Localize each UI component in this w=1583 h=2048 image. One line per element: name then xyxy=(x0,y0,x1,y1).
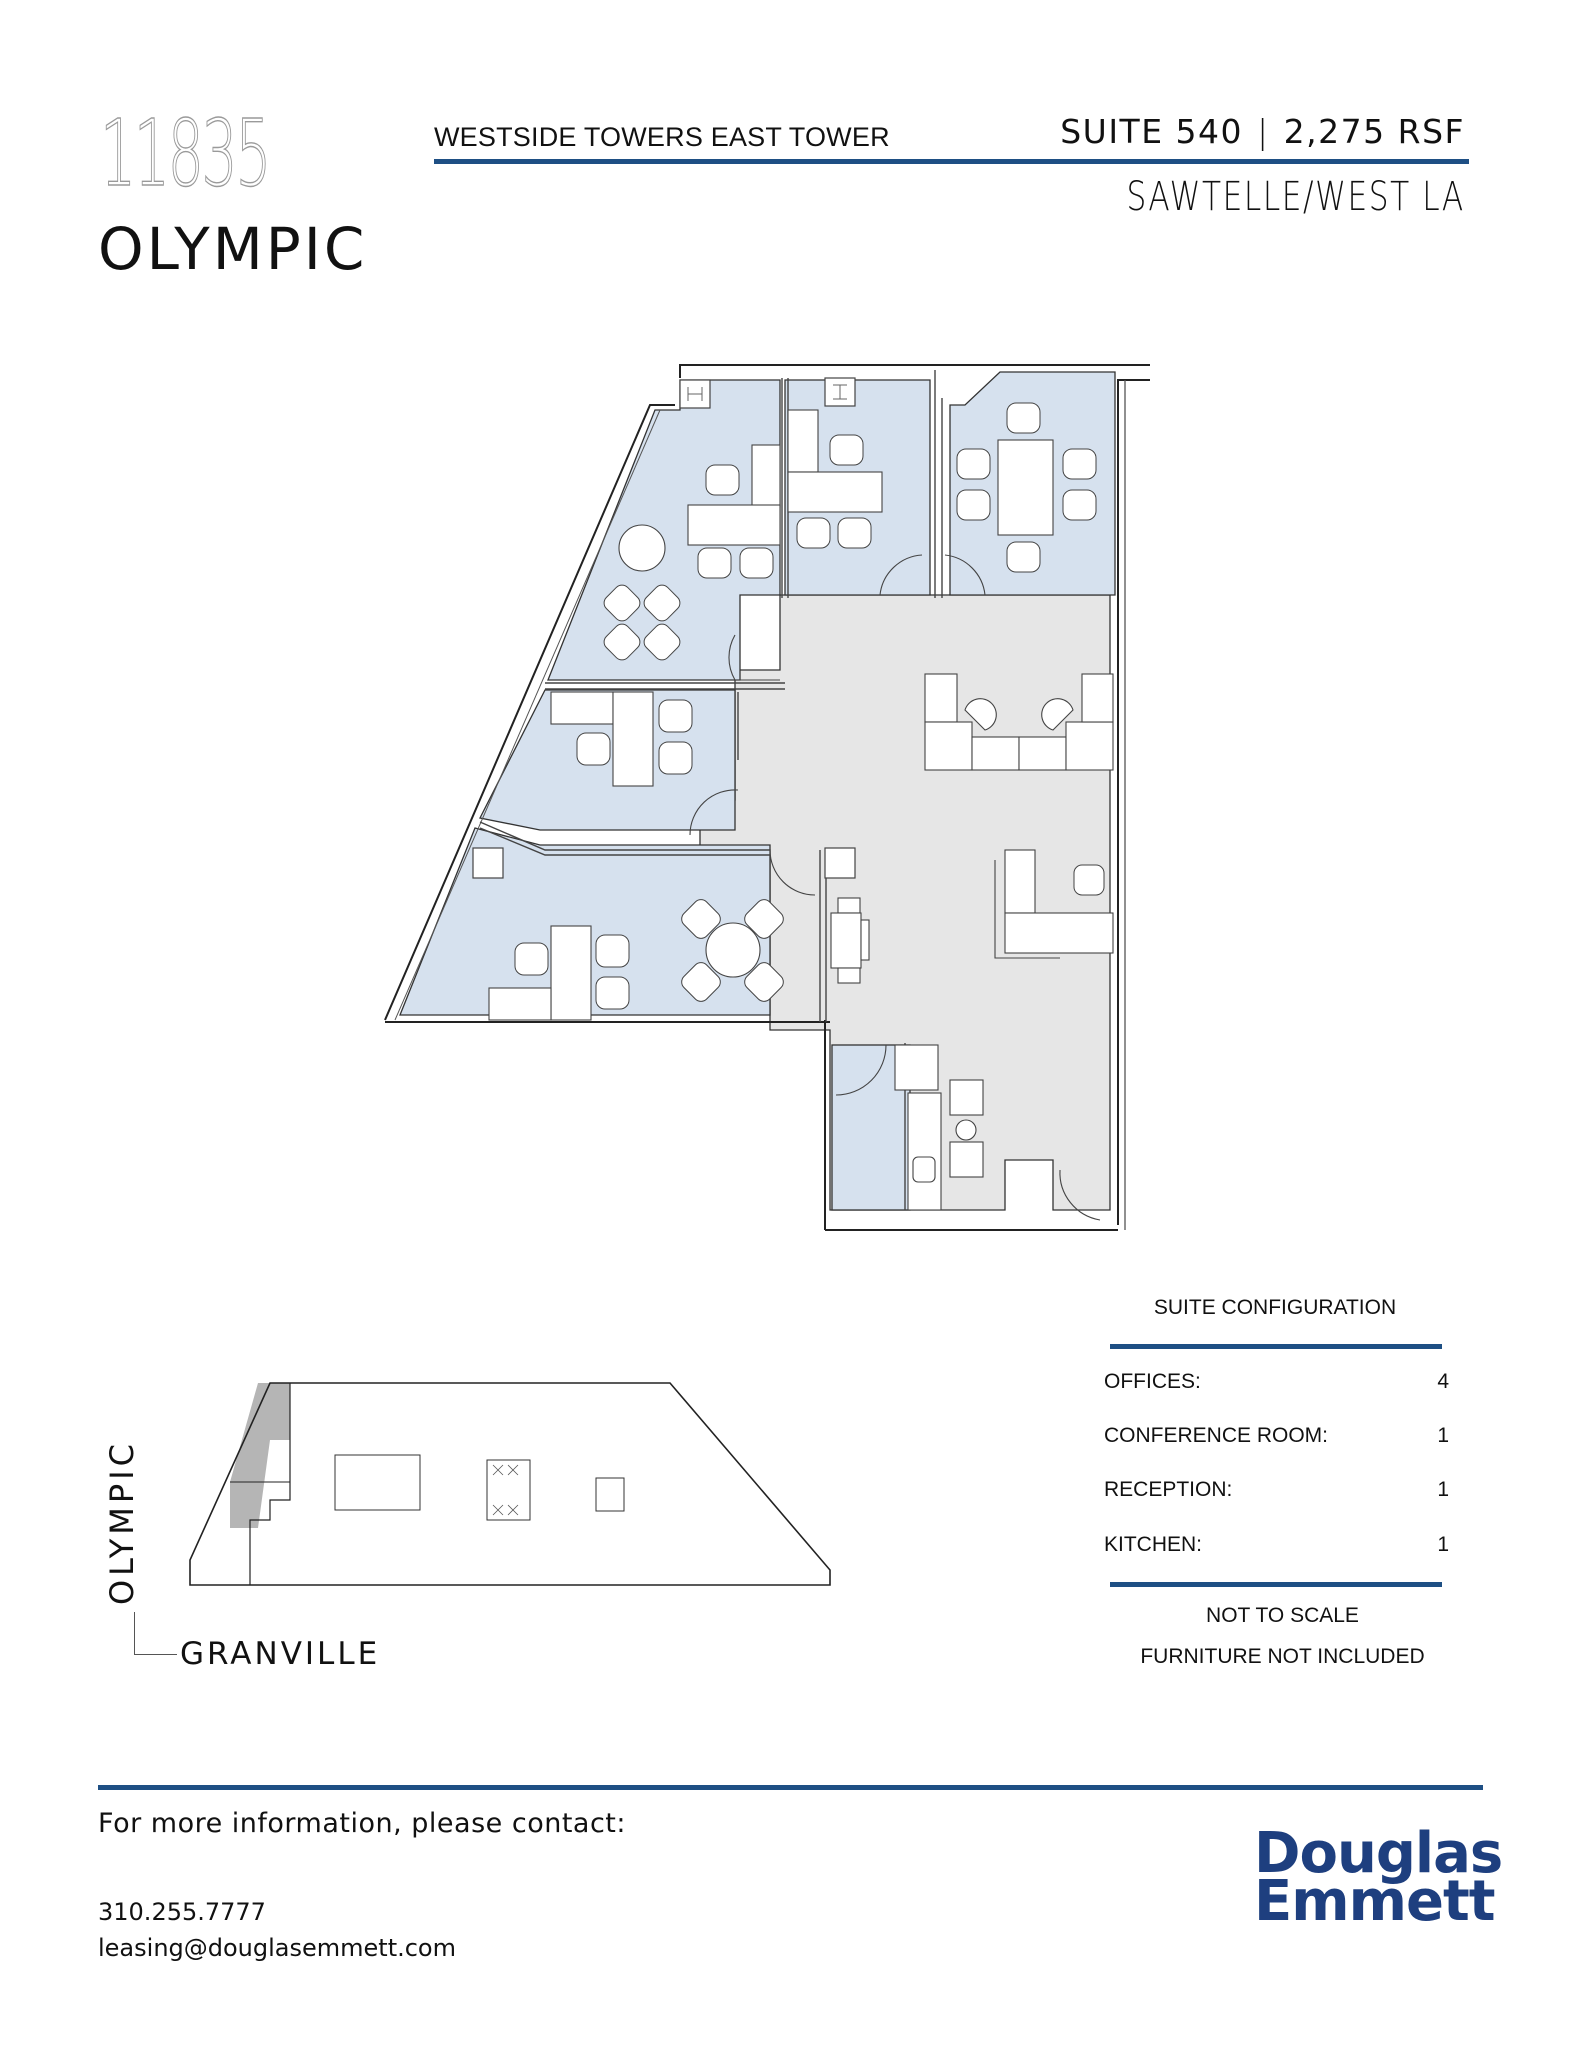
contact-email[interactable]: leasing@douglasemmett.com xyxy=(98,1934,456,1962)
contact-heading: For more information, please contact: xyxy=(98,1808,626,1839)
chair xyxy=(595,976,630,1010)
chair xyxy=(1006,402,1041,434)
config-value: 1 xyxy=(1437,1424,1449,1447)
chair xyxy=(658,741,693,775)
chair xyxy=(595,934,630,968)
desk xyxy=(488,987,552,1021)
restroom-core xyxy=(334,1454,421,1511)
config-value: 1 xyxy=(1437,1533,1449,1556)
street-corner-line xyxy=(134,1612,177,1655)
note-not-to-scale: NOT TO SCALE xyxy=(1206,1604,1359,1627)
company-logo: Douglas Emmett xyxy=(1254,1821,1503,1934)
config-row-kitchen: KITCHEN: 1 xyxy=(1104,1533,1449,1557)
config-label: KITCHEN: xyxy=(1104,1533,1203,1556)
street-label-granville: GRANVILLE xyxy=(180,1636,381,1672)
desk xyxy=(687,504,781,546)
conference-table xyxy=(997,439,1054,536)
chair xyxy=(744,962,784,1002)
door-office-middle-left xyxy=(689,789,739,836)
round-table xyxy=(705,922,761,978)
chair xyxy=(697,547,732,579)
kitchen-fixtures xyxy=(894,1044,984,1211)
chair xyxy=(643,584,681,622)
column xyxy=(472,847,504,879)
chair xyxy=(705,464,740,496)
config-title: SUITE CONFIGURATION xyxy=(1153,1296,1397,1319)
suite-separator: | xyxy=(1257,112,1270,151)
desk xyxy=(787,409,819,473)
chair xyxy=(514,942,549,976)
chair xyxy=(739,547,774,579)
chair xyxy=(643,623,681,661)
street-label-olympic: OLYMPIC xyxy=(103,1440,141,1605)
door-office-top-middle xyxy=(879,554,923,596)
chair xyxy=(576,732,611,766)
door-entry xyxy=(1059,1169,1101,1221)
config-value: 4 xyxy=(1437,1370,1449,1393)
header-divider xyxy=(434,159,1469,164)
round-table xyxy=(618,524,666,572)
chair xyxy=(796,517,831,549)
reception-desk xyxy=(924,673,1114,771)
chair xyxy=(603,623,641,661)
door-kitchen xyxy=(835,1044,887,1096)
chair xyxy=(1073,864,1105,896)
config-row-reception: RECEPTION: 1 xyxy=(1104,1478,1449,1502)
config-value: 1 xyxy=(1437,1478,1449,1501)
door-office-top-left xyxy=(728,634,780,681)
contact-phone[interactable]: 310.255.7777 xyxy=(98,1898,266,1926)
side-table xyxy=(830,897,870,984)
chair xyxy=(681,962,721,1002)
suite-info: SUITE 540 | 2,275 RSF xyxy=(1060,112,1465,151)
config-divider-top xyxy=(1110,1344,1442,1349)
chair xyxy=(1062,448,1097,480)
submarket: SAWTELLE/WEST LA xyxy=(1126,174,1465,220)
elevator-core xyxy=(486,1459,531,1521)
building-key-plan xyxy=(189,1382,831,1586)
suite-floor-plan xyxy=(384,364,1150,1231)
config-divider-bottom xyxy=(1110,1582,1442,1587)
desk xyxy=(787,471,883,513)
chair xyxy=(837,517,872,549)
config-row-offices: OFFICES: 4 xyxy=(1104,1370,1449,1394)
workstation xyxy=(994,849,1114,959)
building-name: WESTSIDE TOWERS EAST TOWER xyxy=(434,122,890,152)
suite-number: SUITE 540 xyxy=(1060,112,1244,151)
logo-line-2: Emmett xyxy=(1254,1869,1495,1934)
chair xyxy=(956,448,991,480)
desk xyxy=(751,444,781,508)
config-label: CONFERENCE ROOM: xyxy=(1104,1424,1329,1447)
note-furniture: FURNITURE NOT INCLUDED xyxy=(1140,1645,1425,1668)
desk xyxy=(550,925,592,1021)
desk xyxy=(612,691,654,787)
chair xyxy=(1062,489,1097,521)
door-conference xyxy=(944,554,986,596)
chair xyxy=(829,434,864,466)
suite-area: 2,275 RSF xyxy=(1283,112,1465,151)
config-row-conference: CONFERENCE ROOM: 1 xyxy=(1104,1424,1449,1448)
chair xyxy=(744,899,784,939)
logo-line-1: Douglas xyxy=(1254,1821,1503,1886)
column xyxy=(824,847,856,879)
address-number: 11835 xyxy=(100,100,272,207)
chair xyxy=(681,899,721,939)
suite-highlight xyxy=(230,1383,290,1528)
street-name: OLYMPIC xyxy=(98,215,368,283)
chair xyxy=(1006,541,1041,573)
chair xyxy=(658,699,693,733)
chair xyxy=(956,489,991,521)
config-label: RECEPTION: xyxy=(1104,1478,1233,1501)
chair xyxy=(603,584,641,622)
desk xyxy=(550,691,614,725)
stair-core xyxy=(595,1477,625,1512)
config-label: OFFICES: xyxy=(1104,1370,1201,1393)
footer-divider xyxy=(98,1785,1483,1790)
door-office-bottom-left xyxy=(769,849,816,896)
